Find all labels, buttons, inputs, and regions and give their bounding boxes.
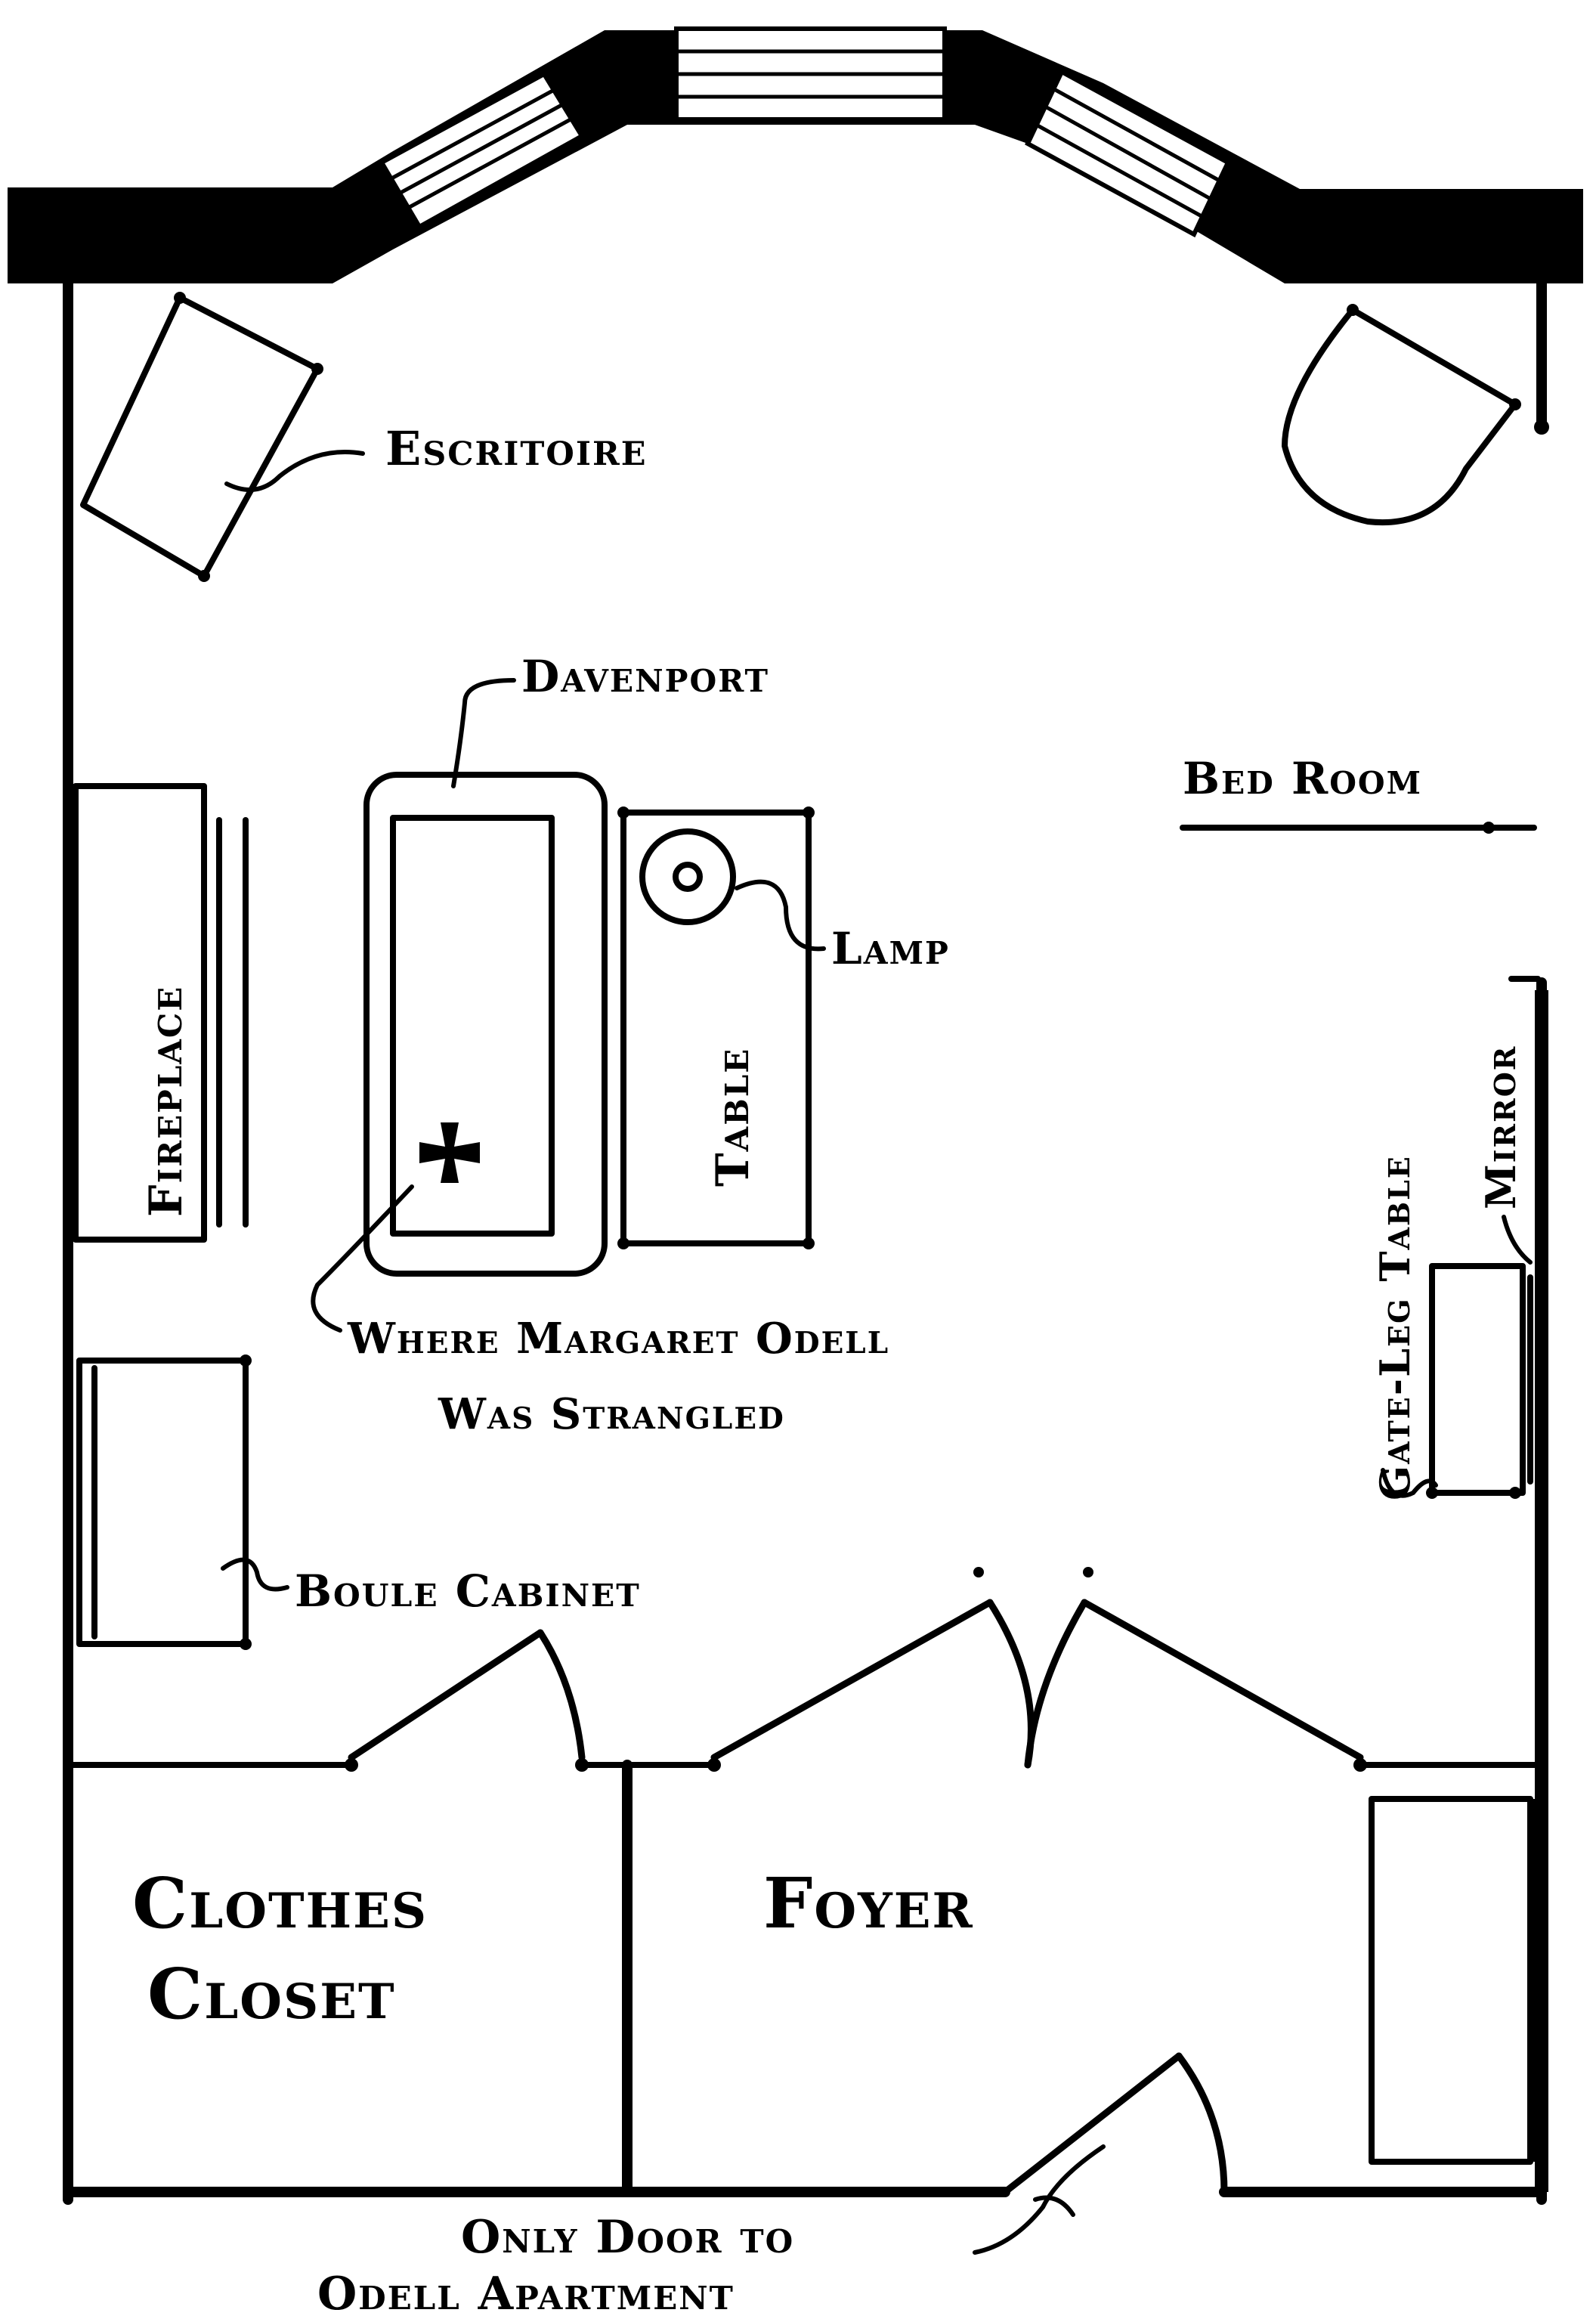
- foyer-label: Foyer: [763, 1862, 974, 1944]
- table: Table Lamp: [617, 807, 950, 1249]
- boule-cabinet: Boule Cabinet: [76, 1354, 641, 1650]
- foyer-cabinet: [1369, 1796, 1540, 2165]
- escritoire: Escritoire: [80, 292, 647, 582]
- round-chair: [1282, 304, 1521, 526]
- where-label-line1: Where Margaret Odell: [347, 1314, 889, 1364]
- bed-room-label: Bed Room: [1183, 753, 1422, 804]
- only-door-label-line2: Odell Apartment: [317, 2268, 735, 2320]
- escritoire-label: Escritoire: [385, 421, 647, 476]
- fireplace: Fireplace: [73, 783, 249, 1243]
- outer-walls: [63, 278, 1549, 2205]
- bed-room-area: Bed Room: [1180, 753, 1537, 834]
- only-door-label-line1: Only Door to: [461, 2211, 794, 2264]
- where-label-line2: Was Strangled: [438, 1389, 785, 1439]
- lamp-icon: [639, 828, 736, 925]
- boule-cabinet-label: Boule Cabinet: [295, 1565, 641, 1617]
- table-label: Table: [707, 1048, 759, 1187]
- gate-leg-table-label: Gate-Leg Table: [1371, 1155, 1419, 1500]
- lamp-label: Lamp: [831, 923, 950, 974]
- doors: [348, 1567, 1364, 2196]
- gate-leg-table: Gate-Leg Table: [1371, 1155, 1533, 1500]
- clothes-label-line2: Closet: [147, 1953, 396, 2035]
- davenport: Davenport: [311, 651, 769, 1333]
- partition-walls: [65, 1758, 1545, 2197]
- mirror-label: Mirror: [1477, 1045, 1525, 1209]
- davenport-label: Davenport: [521, 651, 769, 702]
- cross-pattee-icon: [419, 1122, 480, 1183]
- fireplace-label: Fireplace: [140, 986, 193, 1217]
- clothes-label-line1: Clothes: [132, 1862, 428, 1944]
- bay-window-wall: [8, 26, 1583, 283]
- mirror: Mirror: [1477, 976, 1541, 1265]
